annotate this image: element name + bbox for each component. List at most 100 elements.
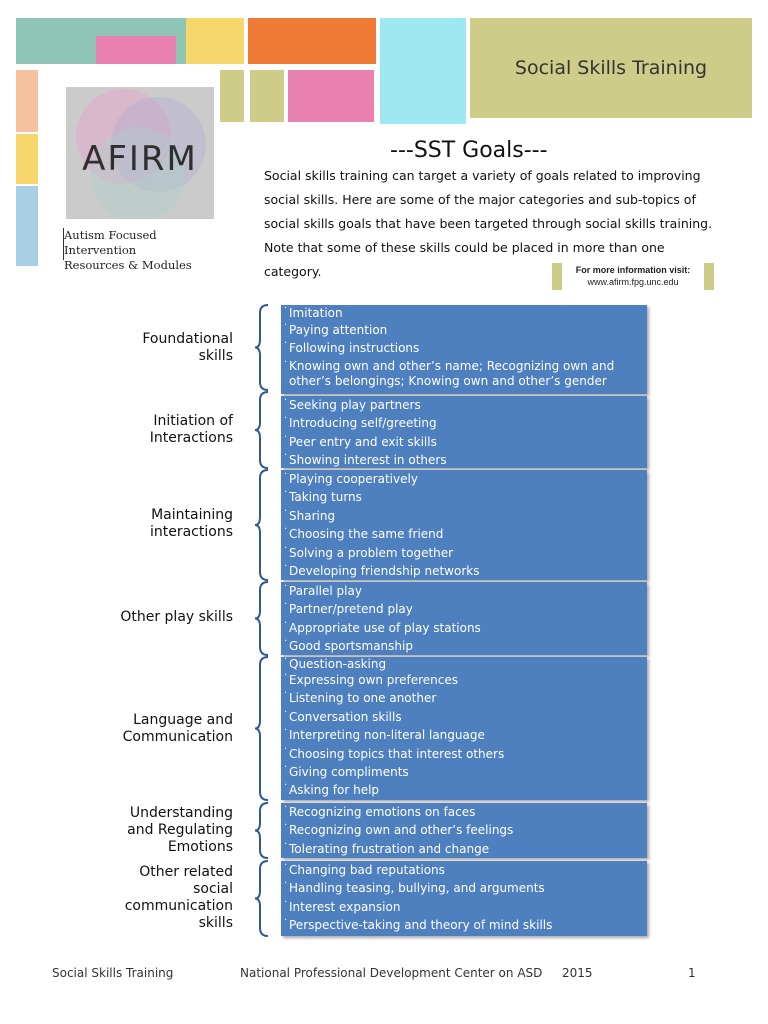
category-box-maintaining: Playing cooperatively Taking turns Shari… [281, 470, 647, 580]
list-item: Interest expansion [284, 894, 647, 916]
category-box-initiation: Seeking play partners Introducing self/g… [281, 396, 647, 468]
curly-brace-6 [254, 802, 269, 859]
decor-block-olive-mid [250, 70, 284, 122]
logo-subtitle: Autism Focused Intervention Resources & … [63, 228, 224, 273]
list-item: Perspective-taking and theory of mind sk… [284, 912, 647, 934]
intro-paragraph: Social skills training can target a vari… [264, 168, 713, 279]
list-item: Knowing own and other’s name; Recognizin… [284, 355, 647, 389]
list-item: Tolerating frustration and change [284, 836, 647, 858]
decor-block-olive-small [220, 70, 244, 122]
category-label-text: Other play skills [120, 609, 233, 625]
category-label-text: Other related [139, 864, 233, 880]
logo-circle-pink [76, 89, 171, 184]
list-item: Developing friendship networks [284, 558, 647, 580]
category-label-foundational: Foundational skills [0, 331, 233, 365]
category-label-text: social [193, 881, 233, 897]
decor-block-pink-large [288, 70, 374, 122]
category-box-other-play: Parallel play Partner/pretend play Appro… [281, 582, 647, 655]
curly-brace-4 [254, 581, 269, 656]
category-label-text: Communication [122, 729, 233, 745]
list-item: Partner/pretend play [284, 596, 647, 618]
category-label-initiation: Initiation of Interactions [0, 413, 233, 447]
list-item: Recognizing own and other’s feelings [284, 817, 647, 839]
logo-name: AFIRM [82, 139, 198, 179]
more-info-url[interactable]: www.afirm.fpg.unc.edu [587, 277, 679, 287]
list-item: Choosing the same friend [284, 521, 647, 543]
list-item: Handling teasing, bullying, and argument… [284, 875, 647, 897]
list-item: Giving compliments [284, 759, 647, 781]
curly-brace-1 [254, 304, 269, 391]
list-item: Imitation [284, 305, 647, 321]
category-label-text: skills [198, 348, 233, 364]
category-label-text: interactions [149, 524, 233, 540]
category-label-text: and Regulating [127, 822, 233, 838]
list-item: Seeking play partners [284, 396, 647, 414]
category-label-emotions: Understanding and Regulating Emotions [0, 805, 233, 856]
logo-subtitle-divider [63, 228, 64, 260]
category-box-emotions: Recognizing emotions on faces Recognizin… [281, 803, 647, 858]
decor-block-lightblue [16, 186, 38, 266]
list-item: Introducing self/greeting [284, 410, 647, 432]
list-item: Showing interest in others [284, 447, 647, 468]
curly-brace-5 [254, 656, 269, 801]
category-label-other-play: Other play skills [0, 609, 233, 626]
category-label-maintaining: Maintaining interactions [0, 507, 233, 541]
callout-left-bar [552, 263, 562, 290]
more-info-label: For more information visit: [575, 265, 691, 275]
list-item: Conversation skills [284, 704, 647, 726]
list-item: Expressing own preferences [284, 667, 647, 689]
decor-block-yellow [186, 18, 244, 64]
decor-block-pink-small [96, 36, 176, 64]
list-item: Choosing topics that interest others [284, 741, 647, 763]
category-label-text: Interactions [149, 430, 233, 446]
category-label-language: Language and Communication [0, 712, 233, 746]
list-item: Listening to one another [284, 685, 647, 707]
footer-center: National Professional Development Center… [240, 966, 543, 980]
category-label-other-social: Other related social communication skill… [0, 864, 233, 932]
curly-brace-7 [254, 860, 269, 937]
decor-block-orange [248, 18, 376, 64]
footer-year: 2015 [562, 966, 593, 980]
list-item: Good sportsmanship [284, 633, 647, 655]
list-item: Question-asking [284, 657, 647, 671]
category-box-language: Question-asking Expressing own preferenc… [281, 657, 647, 800]
header-title-banner: Social Skills Training [470, 18, 752, 118]
logo-circle-purple [111, 97, 206, 192]
category-label-text: skills [198, 915, 233, 931]
list-item: Interpreting non-literal language [284, 722, 647, 744]
category-box-other-social: Changing bad reputations Handling teasin… [281, 861, 647, 936]
list-item: Recognizing emotions on faces [284, 803, 647, 821]
category-box-foundational: Imitation Paying attention Following ins… [281, 305, 647, 394]
callout-right-bar [704, 263, 714, 290]
list-item: Asking for help [284, 777, 647, 799]
list-item: Solving a problem together [284, 540, 647, 562]
category-label-text: Maintaining [151, 507, 233, 523]
list-item: Following instructions [284, 335, 647, 357]
logo-subtitle-line-2: Resources & Modules [64, 258, 192, 272]
afirm-logo: AFIRM [66, 87, 214, 219]
header-title: Social Skills Training [514, 57, 708, 79]
decor-block-peach [16, 70, 38, 132]
decor-block-yellow-left [16, 134, 38, 184]
list-item: Playing cooperatively [284, 470, 647, 488]
logo-subtitle-line-1: Autism Focused Intervention [64, 228, 157, 257]
category-label-text: Emotions [167, 839, 233, 855]
logo-circle-teal [91, 127, 186, 219]
decor-block-cyan [380, 18, 466, 124]
list-item: Paying attention [284, 317, 647, 339]
curly-brace-2 [254, 391, 269, 469]
more-info-callout: For more information visit: www.afirm.fp… [552, 263, 714, 290]
list-item: Peer entry and exit skills [284, 429, 647, 451]
curly-brace-3 [254, 469, 269, 581]
page-title: ---SST Goals--- [390, 138, 548, 163]
category-label-text: Understanding [129, 805, 233, 821]
list-item: Taking turns [284, 484, 647, 506]
category-label-text: communication [124, 898, 233, 914]
list-item: Sharing [284, 503, 647, 525]
list-item: Appropriate use of play stations [284, 615, 647, 637]
footer-left: Social Skills Training [52, 966, 174, 980]
category-label-text: Language and [133, 712, 233, 728]
list-item: Parallel play [284, 582, 647, 600]
category-label-text: Foundational [142, 331, 233, 347]
